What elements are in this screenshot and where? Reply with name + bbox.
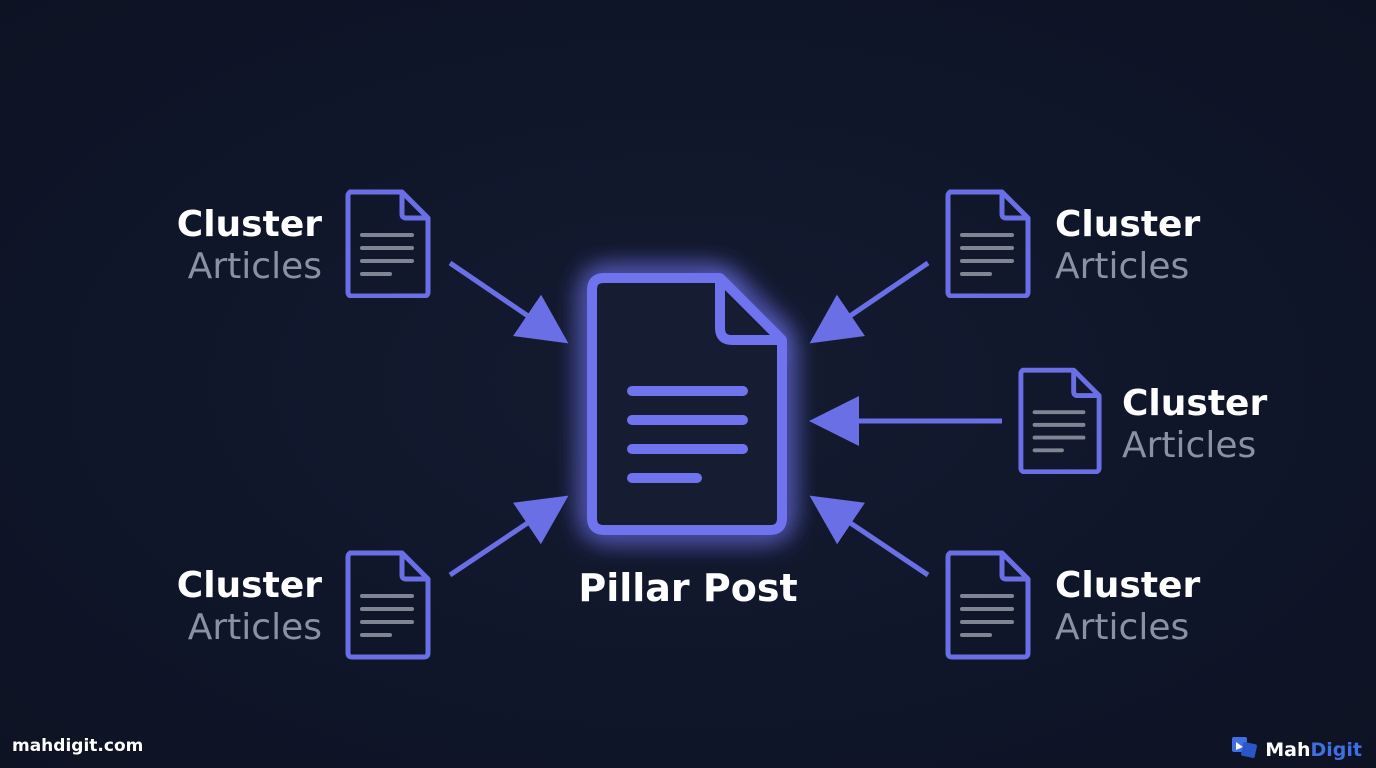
arrow-bottom-left [448,495,569,578]
connector-arrows [448,260,1002,578]
cluster-title: Cluster [177,565,322,606]
pillar-post-node: Pillar Post [578,273,798,610]
cluster-subtitle: Articles [1122,425,1256,466]
cluster-node-middle-right: Cluster Articles [1021,370,1267,472]
cluster-subtitle: Articles [188,246,322,287]
arrow-top-right [809,260,930,344]
cluster-title: Cluster [1055,565,1200,606]
cluster-document-icon [348,192,428,296]
cluster-title: Cluster [1122,383,1267,424]
pillar-post-label: Pillar Post [578,566,797,610]
cluster-title: Cluster [177,204,322,245]
cluster-subtitle: Articles [1055,246,1189,287]
cluster-node-top-left: Cluster Articles [177,192,428,296]
cluster-node-bottom-right: Cluster Articles [948,553,1200,657]
brand-name-part1: Mah [1265,738,1311,761]
cluster-document-icon [948,553,1028,657]
cluster-subtitle: Articles [1055,607,1189,648]
brand-name-part2: Digit [1310,738,1362,761]
arrow-top-left [448,260,569,344]
cluster-title: Cluster [1055,204,1200,245]
mahdigit-logo-icon [1231,734,1261,765]
cluster-document-icon [348,553,428,657]
cluster-node-top-right: Cluster Articles [948,192,1200,296]
arrow-bottom-right [809,495,930,578]
cluster-subtitle: Articles [188,607,322,648]
pillar-document-icon [587,273,787,535]
cluster-document-icon [1021,370,1099,472]
footer-site-url: mahdigit.com [12,736,144,756]
cluster-node-bottom-left: Cluster Articles [177,553,428,657]
cluster-document-icon [948,192,1028,296]
footer-brand-logo: Mah Digit [1231,734,1362,765]
